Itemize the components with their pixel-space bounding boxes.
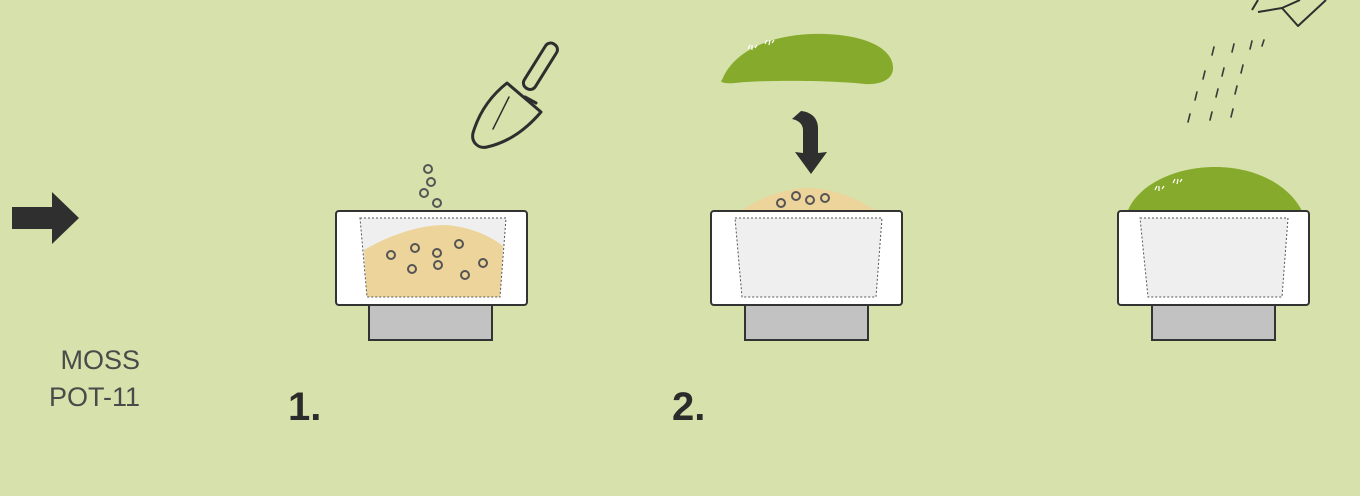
trowel-icon <box>473 41 560 148</box>
pot-with-soil <box>336 165 527 340</box>
right-arrow-icon <box>12 192 79 244</box>
down-arrow-icon <box>792 111 827 174</box>
product-model: POT-11 <box>0 379 140 416</box>
step-number-2: 2. <box>672 385 705 430</box>
watering-can-icon <box>1252 0 1326 26</box>
step-number-1: 1. <box>288 385 321 430</box>
pot-with-moss <box>1118 167 1309 340</box>
water-drops <box>1188 40 1264 122</box>
product-label: MOSS POT-11 <box>0 342 140 416</box>
product-name: MOSS <box>0 342 140 379</box>
pot-with-soil-mound <box>711 188 902 340</box>
moss-clump-icon <box>721 34 893 84</box>
